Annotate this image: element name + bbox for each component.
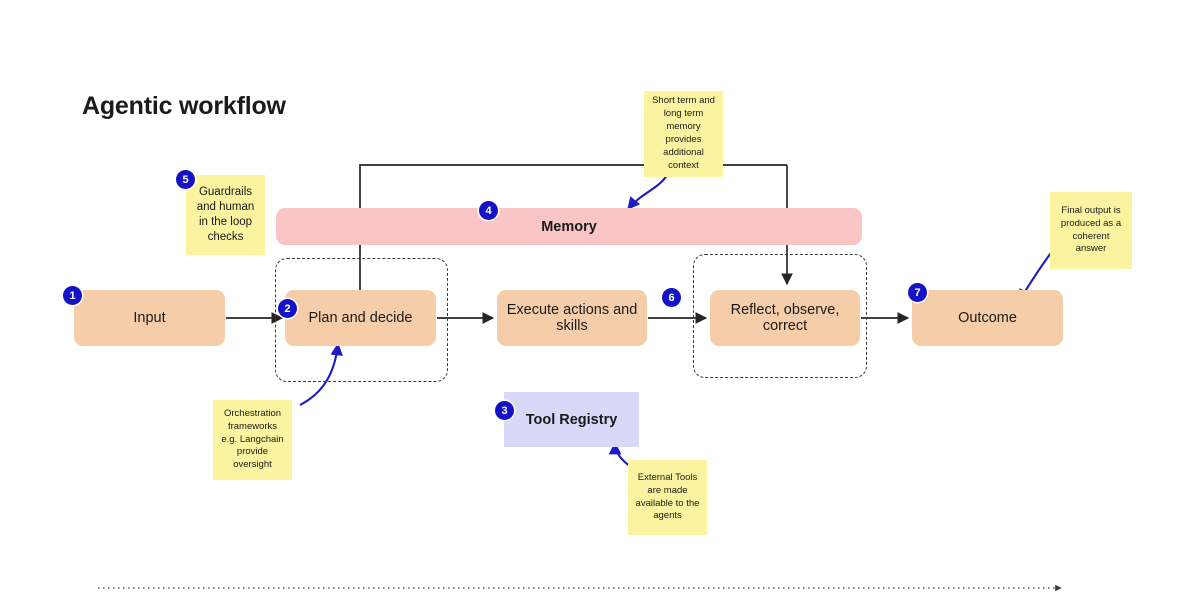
badge-3-tool-registry: 3 — [495, 401, 514, 420]
note-orchestration: Orchestration frameworks e.g. Langchain … — [213, 400, 292, 480]
badge-2-plan: 2 — [278, 299, 297, 318]
group-plan-and-decide — [275, 258, 448, 382]
badge-4-number: 4 — [485, 204, 492, 217]
node-memory-label: Memory — [541, 218, 597, 235]
badge-5-guardrails: 5 — [176, 170, 195, 189]
node-plan-and-decide[interactable]: Plan and decide — [285, 290, 436, 346]
badge-1-number: 1 — [69, 289, 76, 302]
badge-7-outcome: 7 — [908, 283, 927, 302]
annotation-arrow-memory — [627, 172, 669, 210]
note-external-tools: External Tools are made available to the… — [628, 460, 707, 535]
note-orchestration-text: Orchestration frameworks e.g. Langchain … — [221, 407, 284, 471]
node-outcome-label: Outcome — [958, 310, 1017, 326]
badge-6-execute-to-reflect: 6 — [662, 288, 681, 307]
group-reflect-observe-correct — [693, 254, 867, 378]
note-memory-context-text: Short term and long term memory provides… — [652, 95, 715, 171]
note-final-output: Final output is produced as a coherent a… — [1050, 192, 1132, 269]
badge-2-number: 2 — [284, 302, 291, 315]
node-reflect-label: Reflect, observe, correct — [730, 302, 840, 334]
note-external-tools-text: External Tools are made available to the… — [635, 471, 700, 522]
note-final-output-text: Final output is produced as a coherent a… — [1060, 204, 1122, 255]
badge-7-number: 7 — [914, 286, 921, 299]
node-execute-actions-and-skills[interactable]: Execute actions and skills — [497, 290, 647, 346]
badge-1-input: 1 — [63, 286, 82, 305]
note-guardrails: Guardrails and human in the loop checks — [186, 175, 265, 255]
node-tool-registry[interactable]: Tool Registry — [504, 392, 639, 447]
node-outcome[interactable]: Outcome — [912, 290, 1063, 346]
node-reflect-observe-correct[interactable]: Reflect, observe, correct — [710, 290, 860, 346]
note-guardrails-text: Guardrails and human in the loop checks — [196, 185, 255, 244]
node-execute-label: Execute actions and skills — [506, 302, 638, 334]
page-title: Agentic workflow — [82, 92, 286, 120]
node-input[interactable]: Input — [74, 290, 225, 346]
badge-4-memory: 4 — [479, 201, 498, 220]
badge-3-number: 3 — [501, 404, 508, 417]
note-memory-context: Short term and long term memory provides… — [644, 91, 723, 177]
badge-6-number: 6 — [668, 291, 675, 304]
node-input-label: Input — [133, 310, 166, 326]
badge-5-number: 5 — [182, 173, 189, 186]
node-plan-label: Plan and decide — [308, 310, 413, 326]
node-memory[interactable]: Memory — [276, 208, 862, 245]
node-tool-registry-label: Tool Registry — [525, 411, 618, 428]
